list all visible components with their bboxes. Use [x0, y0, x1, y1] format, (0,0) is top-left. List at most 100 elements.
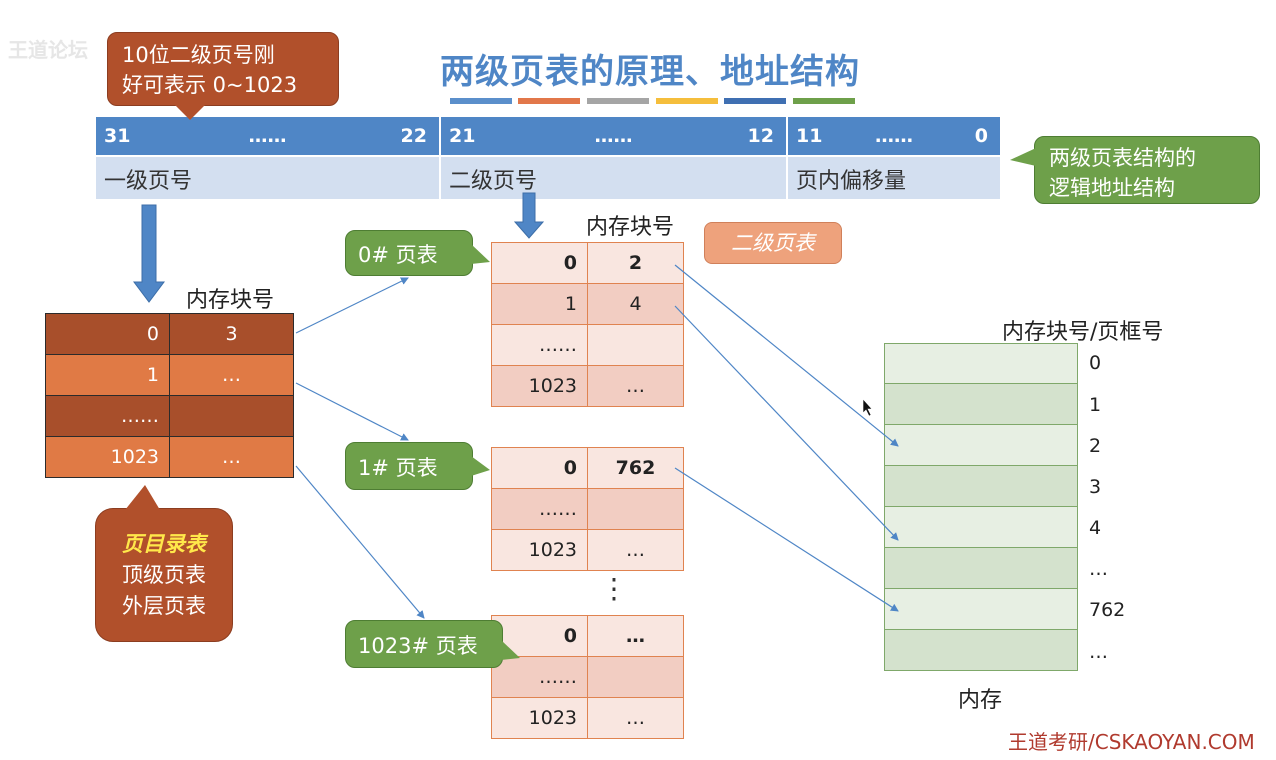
callout-bits-range: 10位二级页号刚 好可表示 0~1023 [107, 32, 339, 106]
memory-label: 内存 [958, 688, 1003, 713]
table-cell-index: 0 [491, 615, 588, 657]
field-label: 二级页号 [449, 169, 538, 194]
table-row: 0 3 [45, 313, 294, 355]
table-cell-index: 0 [491, 242, 588, 284]
memory-block [884, 589, 1078, 630]
memory-block-number: 2 [1089, 435, 1102, 457]
table-cell-index: 1 [491, 283, 588, 325]
callout-page-table-1023: 1023# 页表 [345, 620, 503, 668]
table-row: 1 … [45, 354, 294, 396]
callout-line: 两级页表结构的 [1049, 146, 1196, 170]
table-cell-index: …… [45, 395, 170, 437]
memory-block [884, 548, 1078, 589]
bit-hi: 21 [449, 125, 476, 147]
field-offset: 页内偏移量 [788, 157, 1000, 199]
callout-page-table-1: 1# 页表 [345, 442, 473, 490]
connector-arrow [295, 382, 409, 441]
memory-block [884, 343, 1078, 384]
watermark: 王道论坛 [8, 38, 88, 62]
connector-arrow [674, 264, 899, 447]
memory-block-number: 762 [1089, 599, 1126, 621]
table-row: …… [491, 324, 684, 366]
table-cell-index: 1 [45, 354, 170, 396]
connector-arrow [674, 467, 899, 612]
title-swatch [793, 98, 855, 104]
down-arrow-icon [133, 204, 165, 303]
block-number-label: 内存块号 [186, 288, 275, 313]
callout-tail [471, 456, 490, 476]
table-cell-index: 1023 [491, 529, 588, 571]
callout-tail [471, 244, 490, 264]
table-cell-index: …… [491, 656, 588, 698]
segment-level1-bits: 31 …… 22 [96, 117, 441, 155]
address-field-row: 一级页号 二级页号 页内偏移量 [96, 157, 1000, 199]
memory-block [884, 425, 1078, 466]
table-cell-block: … [587, 615, 684, 657]
table-cell-block: 3 [169, 313, 294, 355]
callout-line: 好可表示 0~1023 [122, 73, 298, 97]
title-swatch [656, 98, 718, 104]
table-cell-index: …… [491, 488, 588, 530]
callout-tail [1010, 148, 1036, 166]
memory-block-number: 4 [1089, 517, 1102, 539]
table-row: 1023 … [491, 365, 684, 407]
title-swatch [724, 98, 786, 104]
callout-line: 10位二级页号刚 [122, 43, 275, 67]
bit-lo: 0 [974, 125, 988, 147]
callout-tail [125, 485, 160, 510]
memory-block-number: … [1089, 641, 1108, 663]
memory-block [884, 507, 1078, 548]
bit-hi: 31 [104, 125, 131, 147]
table-row: 0 2 [491, 242, 684, 284]
table-row: …… [491, 488, 684, 530]
table-row: 1023 … [491, 697, 684, 739]
address-bit-row: 31 …… 22 21 …… 12 11 …… 0 [96, 117, 1000, 155]
bit-dots: …… [875, 125, 913, 147]
table-cell-block: … [587, 365, 684, 407]
bit-hi: 11 [796, 125, 823, 147]
memory-block-number: 3 [1089, 476, 1102, 498]
block-number-label: 内存块号 [586, 215, 675, 240]
page-directory-table: 0 3 1 … …… 1023 … [45, 313, 294, 478]
field-label: 页内偏移量 [796, 169, 907, 194]
table-row: 1023 … [45, 436, 294, 478]
callout-line: 顶级页表 [122, 563, 206, 587]
diagram-title: 两级页表的原理、地址结构 [440, 52, 860, 92]
callout-line: 外层页表 [122, 594, 206, 618]
field-level1: 一级页号 [96, 157, 441, 199]
callout-logical-address: 两级页表结构的 逻辑地址结构 [1034, 136, 1260, 204]
table-cell-block: … [169, 354, 294, 396]
table-row: 0 762 [491, 447, 684, 489]
field-level2: 二级页号 [441, 157, 788, 199]
table-cell-index: 0 [491, 447, 588, 489]
title-swatch [450, 98, 512, 104]
table-cell-index: 1023 [45, 436, 170, 478]
memory-column [884, 343, 1078, 671]
memory-block [884, 630, 1078, 671]
callout-line: 页目录表 [122, 532, 206, 556]
bit-lo: 12 [747, 125, 774, 147]
bit-dots: …… [248, 125, 287, 147]
table-cell-block: 762 [587, 447, 684, 489]
table-cell-index: 0 [45, 313, 170, 355]
memory-block-number: 0 [1089, 352, 1102, 374]
memory-header-label: 内存块号/页框号 [1002, 320, 1164, 345]
table-row: 1023 … [491, 529, 684, 571]
memory-block-number: … [1089, 558, 1108, 580]
segment-offset-bits: 11 …… 0 [788, 117, 1000, 155]
segment-level2-bits: 21 …… 12 [441, 117, 788, 155]
memory-block-number: 1 [1089, 394, 1102, 416]
table-cell-block [587, 656, 684, 698]
table-row: …… [45, 395, 294, 437]
field-label: 一级页号 [104, 169, 193, 194]
memory-block [884, 384, 1078, 425]
footer-brand: 王道考研/CSKAOYAN.COM [1008, 730, 1255, 754]
table-cell-index: 1023 [491, 697, 588, 739]
table-row: …… [491, 656, 684, 698]
vertical-ellipsis: ⋮ [600, 572, 628, 605]
table-row: 0 … [491, 615, 684, 657]
callout-page-directory: 页目录表 顶级页表 外层页表 [95, 508, 233, 642]
table-cell-block [587, 488, 684, 530]
page-table-0: 0 2 1 4 …… 1023 … [491, 242, 684, 407]
bit-lo: 22 [400, 125, 427, 147]
